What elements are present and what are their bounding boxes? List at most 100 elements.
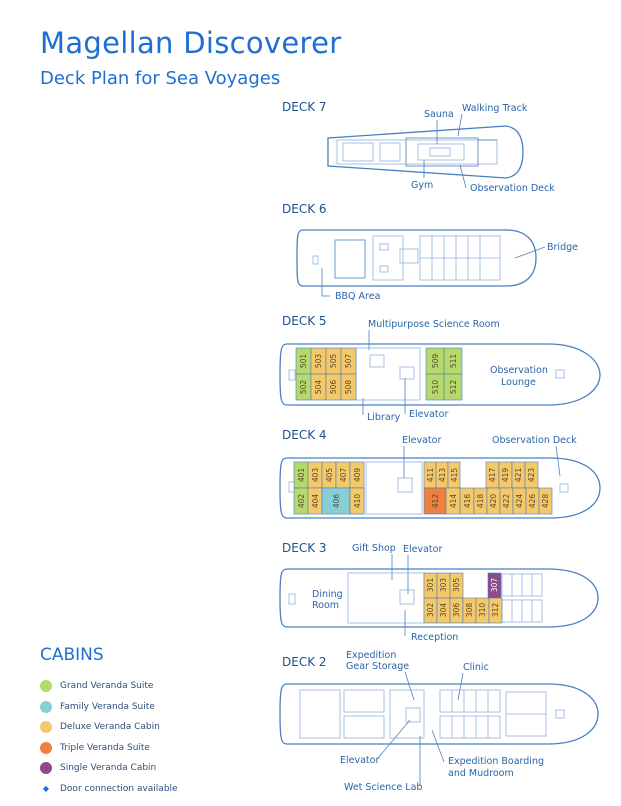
page-title: Magellan Discoverer xyxy=(40,26,342,60)
label-elevator-3: Elevator xyxy=(403,544,442,555)
label-expedition-2: Gear Storage xyxy=(346,661,409,672)
svg-text:423: 423 xyxy=(527,468,536,483)
label-library: Library xyxy=(367,412,401,423)
label-observation-lounge-2: Lounge xyxy=(501,377,536,388)
svg-text:511: 511 xyxy=(449,354,458,369)
svg-text:413: 413 xyxy=(438,468,447,483)
svg-text:422: 422 xyxy=(502,494,511,509)
label-observation-deck-4: Observation Deck xyxy=(492,435,577,446)
legend-item-deluxe: Deluxe Veranda Cabin xyxy=(40,717,240,738)
svg-text:505: 505 xyxy=(329,354,338,369)
svg-text:508: 508 xyxy=(344,380,353,395)
svg-text:409: 409 xyxy=(353,468,362,483)
svg-text:307: 307 xyxy=(490,578,499,593)
deck2-title: DECK 2 xyxy=(282,655,327,669)
svg-text:305: 305 xyxy=(452,578,461,593)
svg-text:304: 304 xyxy=(439,603,448,618)
label-observation-deck-7: Observation Deck xyxy=(470,183,555,194)
swatch-icon xyxy=(40,762,52,775)
legend-item-grand: Grand Veranda Suite xyxy=(40,676,240,697)
deck2-hull xyxy=(279,683,599,745)
svg-text:504: 504 xyxy=(314,380,323,395)
label-wet-science-lab: Wet Science Lab xyxy=(344,782,422,793)
label-boarding-1: Expedition Boarding xyxy=(448,756,544,767)
swatch-icon xyxy=(40,680,52,693)
deck4-title: DECK 4 xyxy=(282,428,327,442)
svg-text:507: 507 xyxy=(344,354,353,369)
page-subtitle: Deck Plan for Sea Voyages xyxy=(40,68,281,89)
label-sauna: Sauna xyxy=(424,109,454,120)
deck6-title: DECK 6 xyxy=(282,202,327,216)
svg-text:310: 310 xyxy=(478,603,487,618)
svg-text:414: 414 xyxy=(449,494,458,509)
deck5-title: DECK 5 xyxy=(282,314,327,328)
svg-text:512: 512 xyxy=(449,380,458,395)
label-expedition-1: Expedition xyxy=(346,650,396,661)
deck4-cabin-numbers: 401 403 405 407 409 402 404 406 410 411 … xyxy=(297,468,550,509)
svg-text:503: 503 xyxy=(314,354,323,369)
deck4-hull xyxy=(279,457,601,519)
svg-text:404: 404 xyxy=(311,494,320,509)
svg-text:407: 407 xyxy=(339,468,348,483)
swatch-icon xyxy=(40,741,52,754)
deck5-cabin-numbers: 501 503 505 507 502 504 506 508 509 511 … xyxy=(299,354,458,395)
svg-text:417: 417 xyxy=(488,468,497,483)
svg-text:421: 421 xyxy=(514,468,523,483)
svg-text:424: 424 xyxy=(515,494,524,509)
label-elevator-5: Elevator xyxy=(409,409,448,420)
label-gym: Gym xyxy=(411,180,433,191)
door-icon: ◆ xyxy=(42,784,50,794)
svg-text:420: 420 xyxy=(489,494,498,509)
deck6-hull xyxy=(296,229,537,287)
swatch-icon xyxy=(40,700,52,713)
svg-text:302: 302 xyxy=(426,603,435,618)
legend-item-door: ◆Door connection available xyxy=(40,779,240,800)
svg-text:418: 418 xyxy=(476,494,485,509)
svg-text:410: 410 xyxy=(353,494,362,509)
label-reception: Reception xyxy=(411,632,458,643)
label-boarding-2: and Mudroom xyxy=(448,768,514,779)
svg-text:308: 308 xyxy=(465,603,474,618)
label-dining-2: Room xyxy=(312,600,339,611)
label-observation-lounge-1: Observation xyxy=(490,365,548,376)
label-dining-1: Dining xyxy=(312,589,343,600)
label-elevator-2: Elevator xyxy=(340,755,379,766)
svg-text:509: 509 xyxy=(431,354,440,369)
label-gift-shop: Gift Shop xyxy=(352,543,396,554)
label-bbq-area: BBQ Area xyxy=(335,291,380,302)
deck3-cabin-numbers: 301 303 305 307 302 304 306 308 310 312 xyxy=(426,578,500,618)
svg-text:402: 402 xyxy=(297,494,306,509)
legend-title: CABINS xyxy=(40,645,104,665)
svg-text:406: 406 xyxy=(332,494,341,509)
label-walking-track: Walking Track xyxy=(462,103,528,114)
svg-text:403: 403 xyxy=(311,468,320,483)
deck4-cabins xyxy=(293,461,553,515)
svg-text:506: 506 xyxy=(329,380,338,395)
label-elevator-4: Elevator xyxy=(402,435,441,446)
legend-item-single: Single Veranda Cabin xyxy=(40,758,240,779)
svg-text:510: 510 xyxy=(431,380,440,395)
deck3-cabins xyxy=(423,572,503,624)
cabin-legend: Grand Veranda Suite Family Veranda Suite… xyxy=(40,676,240,799)
svg-text:428: 428 xyxy=(541,494,550,509)
svg-text:502: 502 xyxy=(299,380,308,395)
svg-text:401: 401 xyxy=(297,468,306,483)
legend-item-family: Family Veranda Suite xyxy=(40,697,240,718)
deck5-cabins xyxy=(295,347,463,401)
label-bridge: Bridge xyxy=(547,242,578,253)
svg-text:306: 306 xyxy=(452,603,461,618)
svg-text:301: 301 xyxy=(426,578,435,593)
legend-item-triple: Triple Veranda Suite xyxy=(40,738,240,759)
label-clinic: Clinic xyxy=(463,662,489,673)
svg-text:411: 411 xyxy=(426,468,435,483)
deck3-title: DECK 3 xyxy=(282,541,327,555)
svg-text:416: 416 xyxy=(463,494,472,509)
svg-text:501: 501 xyxy=(299,354,308,369)
deck7-hull xyxy=(327,125,524,179)
svg-text:426: 426 xyxy=(528,494,537,509)
svg-text:303: 303 xyxy=(439,578,448,593)
svg-text:412: 412 xyxy=(431,494,440,509)
svg-text:405: 405 xyxy=(325,468,334,483)
swatch-icon xyxy=(40,721,52,734)
